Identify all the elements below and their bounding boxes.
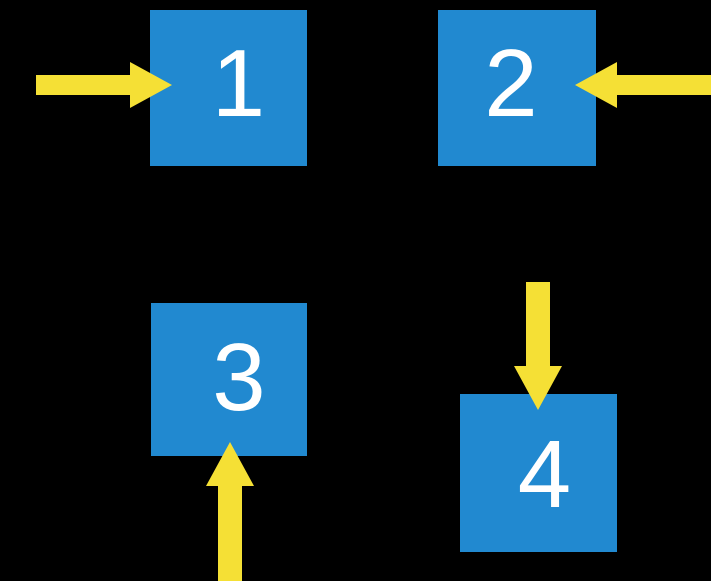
arrow-left-into-node-2 bbox=[575, 60, 711, 110]
node-label-3: 3 bbox=[212, 323, 266, 431]
node-box-1[interactable]: 1 bbox=[150, 10, 307, 166]
node-box-2[interactable]: 2 bbox=[438, 10, 596, 166]
node-label-2: 2 bbox=[484, 30, 538, 137]
arrow-up-into-node-3 bbox=[205, 442, 255, 581]
arrow-right-into-node-1 bbox=[36, 60, 172, 110]
node-label-4: 4 bbox=[517, 421, 572, 528]
node-box-4[interactable]: 4 bbox=[460, 394, 617, 552]
node-box-3[interactable]: 3 bbox=[151, 303, 307, 456]
arrow-down-into-node-4 bbox=[513, 282, 563, 410]
node-label-1: 1 bbox=[211, 30, 266, 137]
